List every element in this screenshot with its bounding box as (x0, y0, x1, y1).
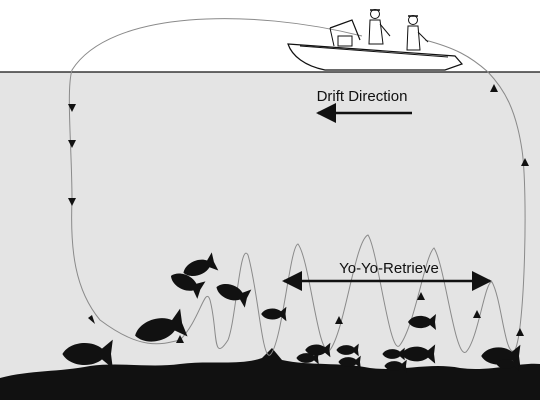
fishing-line-left (68, 18, 363, 345)
line-arrow-up-4 (473, 310, 481, 318)
line-arrow-left-1 (68, 104, 76, 112)
boat-icon (287, 19, 464, 71)
line-arrow-left-4 (88, 315, 95, 324)
yo-yo-line (179, 39, 526, 356)
line-arrow-left-3 (68, 198, 76, 206)
line-arrow-up-3 (417, 292, 425, 300)
yo-yo-retrieve-label: Yo-Yo-Retrieve (339, 260, 439, 277)
line-arrow-up-6 (521, 158, 529, 166)
line-arrow-up-1 (176, 335, 184, 343)
drift-direction-label: Drift Direction (317, 88, 408, 105)
angler-icon (406, 15, 429, 51)
line-arrow-up-7 (490, 84, 498, 92)
angler-icon (368, 9, 391, 45)
line-arrow-up-2 (335, 316, 343, 324)
line-arrow-left-2 (68, 140, 76, 148)
sea-floor (0, 348, 540, 400)
line-arrow-up-5 (516, 328, 524, 336)
